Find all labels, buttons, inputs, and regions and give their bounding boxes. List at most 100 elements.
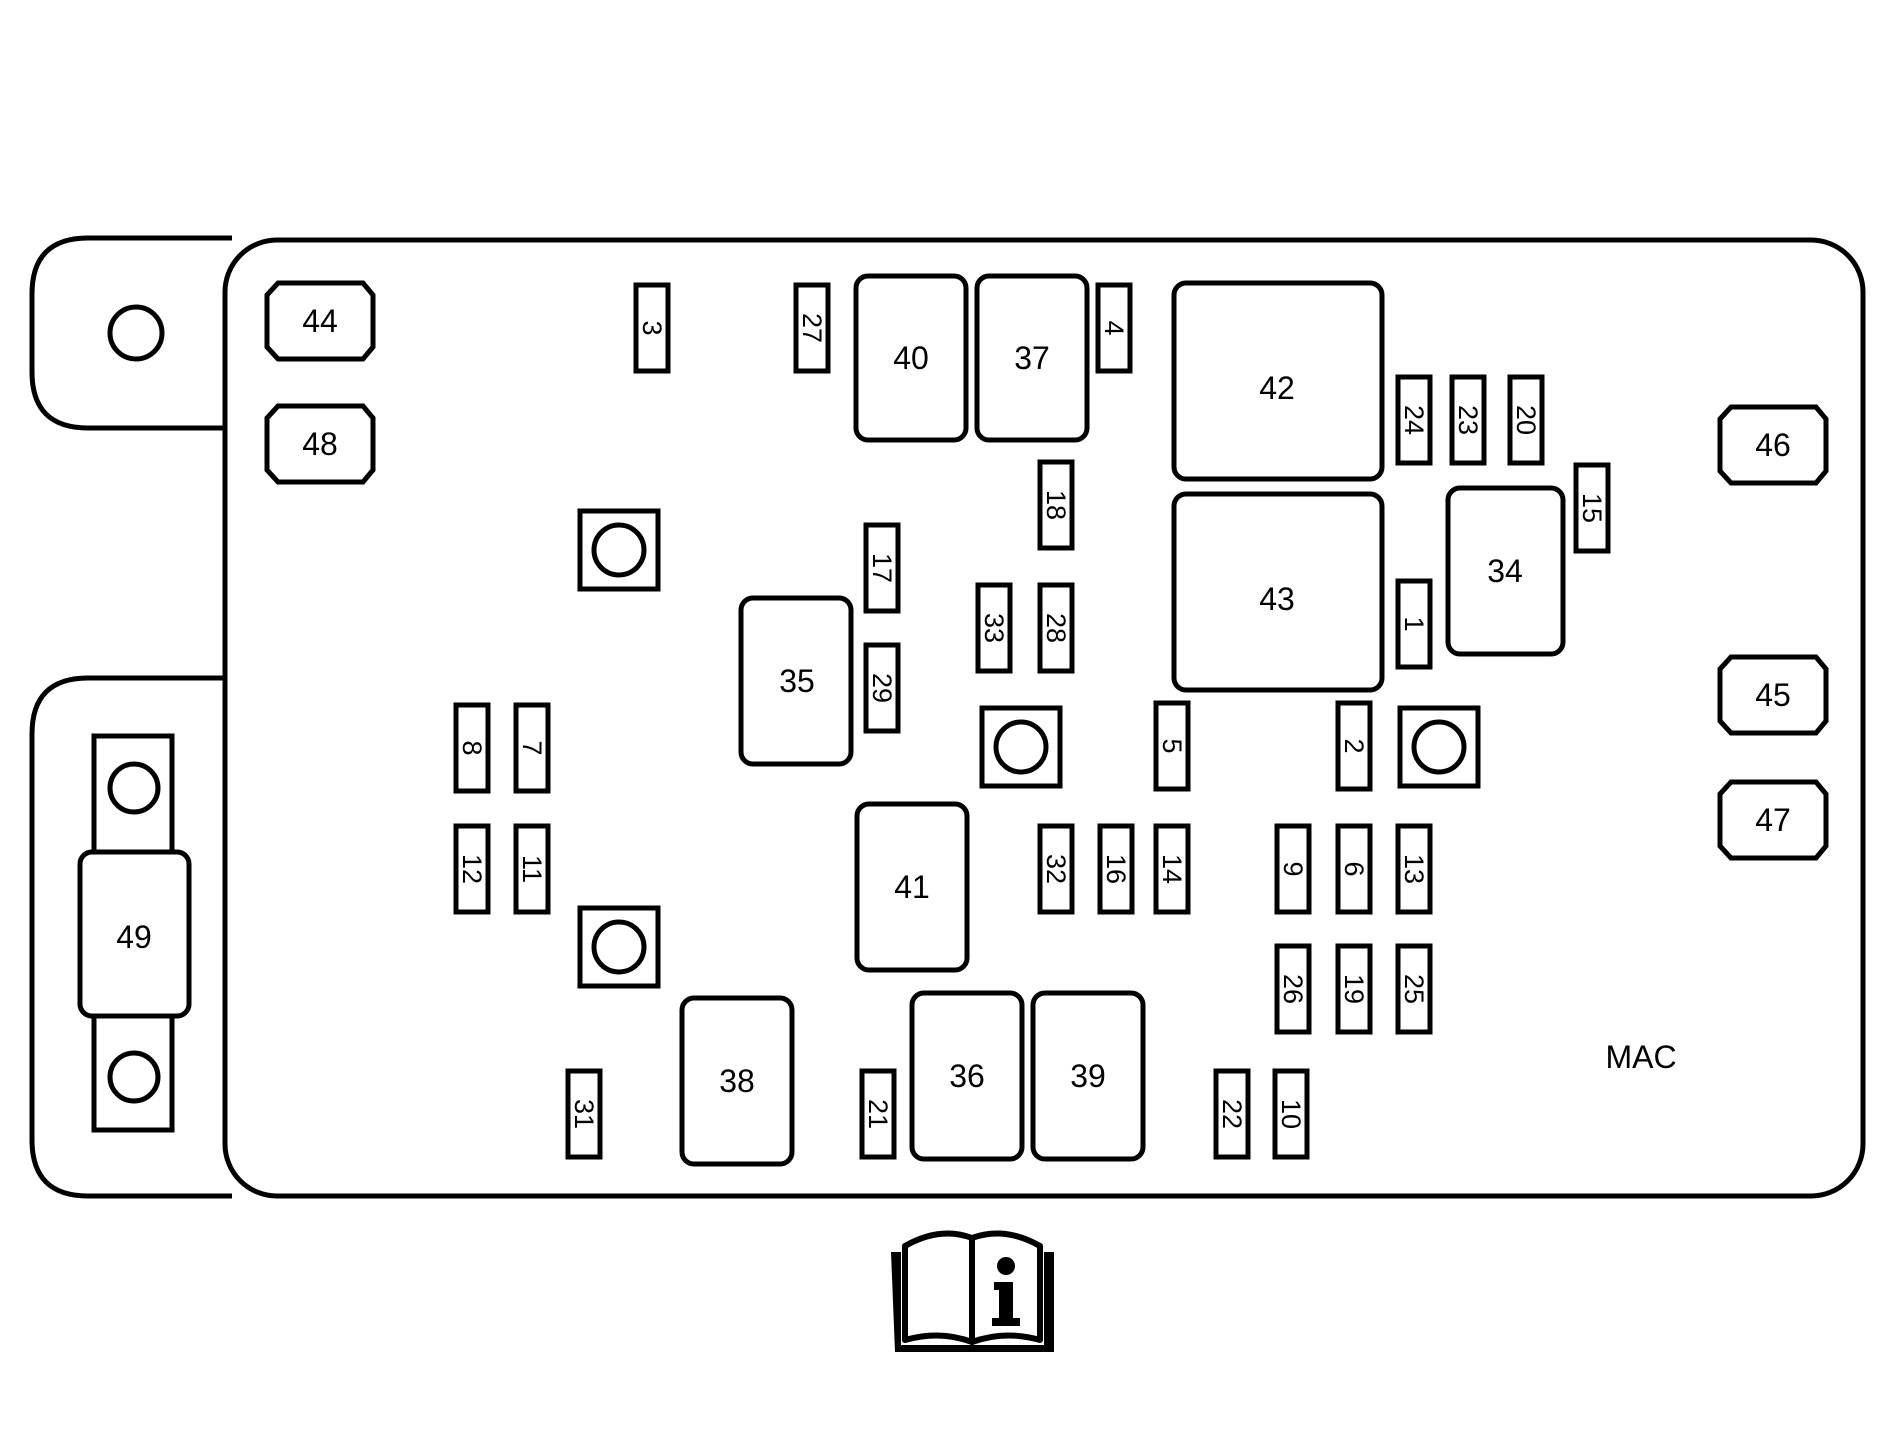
fuse-12[interactable]: 12: [453, 823, 491, 915]
relay-label: 38: [719, 1063, 755, 1099]
fuse-label: 33: [979, 613, 1009, 643]
cartridge-fuse-48[interactable]: 48: [264, 403, 376, 485]
fuse-label: 24: [1399, 405, 1429, 435]
fuse-14[interactable]: 14: [1153, 823, 1191, 915]
fuse-17[interactable]: 17: [863, 522, 901, 614]
fuse-3[interactable]: 3: [633, 282, 671, 374]
fuse-33[interactable]: 33: [975, 582, 1013, 674]
fuse-label: 15: [1577, 493, 1607, 523]
fuse-18[interactable]: 18: [1037, 459, 1075, 551]
fuse-label: 10: [1276, 1099, 1306, 1129]
fuse-28[interactable]: 28: [1037, 582, 1075, 674]
box-label: MAC: [1605, 1039, 1676, 1075]
fuse-22[interactable]: 22: [1213, 1068, 1251, 1160]
fuse-label: 6: [1339, 861, 1369, 876]
fuse-31[interactable]: 31: [565, 1068, 603, 1160]
relay-35[interactable]: 35: [738, 595, 854, 767]
fuse-label: 44: [302, 303, 338, 339]
mounting-post: [979, 705, 1063, 789]
fuse-label: 12: [457, 854, 487, 884]
fuse-32[interactable]: 32: [1037, 823, 1075, 915]
fuse-1[interactable]: 1: [1395, 578, 1433, 670]
fuse-label: 48: [302, 426, 338, 462]
relay-label: 39: [1070, 1058, 1106, 1094]
mounting-post: [1397, 705, 1481, 789]
fuse-label: 31: [569, 1099, 599, 1129]
owners-manual-info-icon: [891, 1230, 1054, 1352]
fuse-25[interactable]: 25: [1395, 943, 1433, 1035]
relay-37[interactable]: 37: [974, 273, 1090, 443]
fuse-label: 32: [1041, 854, 1071, 884]
relay-label: 43: [1259, 581, 1295, 617]
relay-label: 42: [1259, 370, 1295, 406]
relay-34[interactable]: 34: [1445, 485, 1566, 657]
fuse-19[interactable]: 19: [1335, 943, 1373, 1035]
cartridge-fuse-45[interactable]: 45: [1717, 654, 1829, 736]
fuse-label: 1: [1399, 616, 1429, 631]
fuse-4[interactable]: 4: [1095, 282, 1133, 374]
fuse-13[interactable]: 13: [1395, 823, 1433, 915]
relay-label: 37: [1014, 340, 1050, 376]
relay-label: 40: [893, 340, 929, 376]
fuse-7[interactable]: 7: [513, 702, 551, 794]
fuse-26[interactable]: 26: [1274, 943, 1312, 1035]
fuse-label: 5: [1157, 738, 1187, 753]
relay-label: 36: [949, 1058, 985, 1094]
fuse-label: 45: [1755, 677, 1791, 713]
fuse-10[interactable]: 10: [1272, 1068, 1310, 1160]
fuse-label: 27: [797, 313, 827, 343]
fuse-24[interactable]: 24: [1395, 374, 1433, 466]
fuse-6[interactable]: 6: [1335, 823, 1373, 915]
relay-38[interactable]: 38: [679, 995, 795, 1167]
fuse-21[interactable]: 21: [859, 1068, 897, 1160]
relay-36[interactable]: 36: [909, 990, 1025, 1162]
fuse-29[interactable]: 29: [863, 642, 901, 734]
mounting-post: [577, 508, 661, 592]
fuse-label: 17: [867, 553, 897, 583]
fuse-label: 19: [1339, 974, 1369, 1004]
fuse-label: 4: [1099, 320, 1129, 335]
fuse-20[interactable]: 20: [1507, 374, 1545, 466]
fuse-label: 21: [863, 1099, 893, 1129]
fuse-9[interactable]: 9: [1274, 823, 1312, 915]
fuse-label: 46: [1755, 427, 1791, 463]
fuse-label: 26: [1278, 974, 1308, 1004]
relay-label: 41: [894, 869, 930, 905]
fuse-label: 11: [517, 855, 547, 883]
fuse-label: 7: [517, 740, 547, 755]
mounting-hole-icon: [107, 304, 165, 362]
fuse-label: 2: [1339, 738, 1369, 753]
bolt-icon: [107, 761, 161, 815]
fuse-label: 22: [1217, 1099, 1247, 1129]
relay-39[interactable]: 39: [1030, 990, 1146, 1162]
cartridge-fuse-47[interactable]: 47: [1717, 779, 1829, 861]
fuse-label: 13: [1399, 854, 1429, 884]
fuse-label: 28: [1041, 613, 1071, 643]
mounting-post: [577, 905, 661, 989]
cartridge-fuse-46[interactable]: 46: [1717, 404, 1829, 486]
bolt-icon: [107, 1050, 161, 1104]
fuse-label: 25: [1399, 974, 1429, 1004]
fuse-15[interactable]: 15: [1573, 462, 1611, 554]
fuse-2[interactable]: 2: [1335, 700, 1373, 792]
fuse-23[interactable]: 23: [1449, 374, 1487, 466]
cartridge-fuse-44[interactable]: 44: [264, 280, 376, 362]
relay-42[interactable]: 42: [1171, 280, 1385, 482]
fuse-label: 8: [457, 740, 487, 755]
mega-fuse-49[interactable]: 49: [77, 733, 192, 1133]
fuse-8[interactable]: 8: [453, 702, 491, 794]
fuse-label: 18: [1041, 490, 1071, 520]
fuse-label: 9: [1278, 861, 1308, 876]
fuse-label: 16: [1101, 854, 1131, 884]
fuse-5[interactable]: 5: [1153, 700, 1191, 792]
fuse-11[interactable]: 11: [513, 823, 551, 915]
relay-label: 35: [779, 663, 815, 699]
relay-41[interactable]: 41: [854, 801, 970, 973]
fuse-27[interactable]: 27: [793, 282, 831, 374]
fuse-label: 3: [637, 320, 667, 335]
fuse-16[interactable]: 16: [1097, 823, 1135, 915]
relay-40[interactable]: 40: [853, 273, 969, 443]
relay-43[interactable]: 43: [1171, 491, 1385, 693]
fuse-label: 20: [1511, 405, 1541, 435]
